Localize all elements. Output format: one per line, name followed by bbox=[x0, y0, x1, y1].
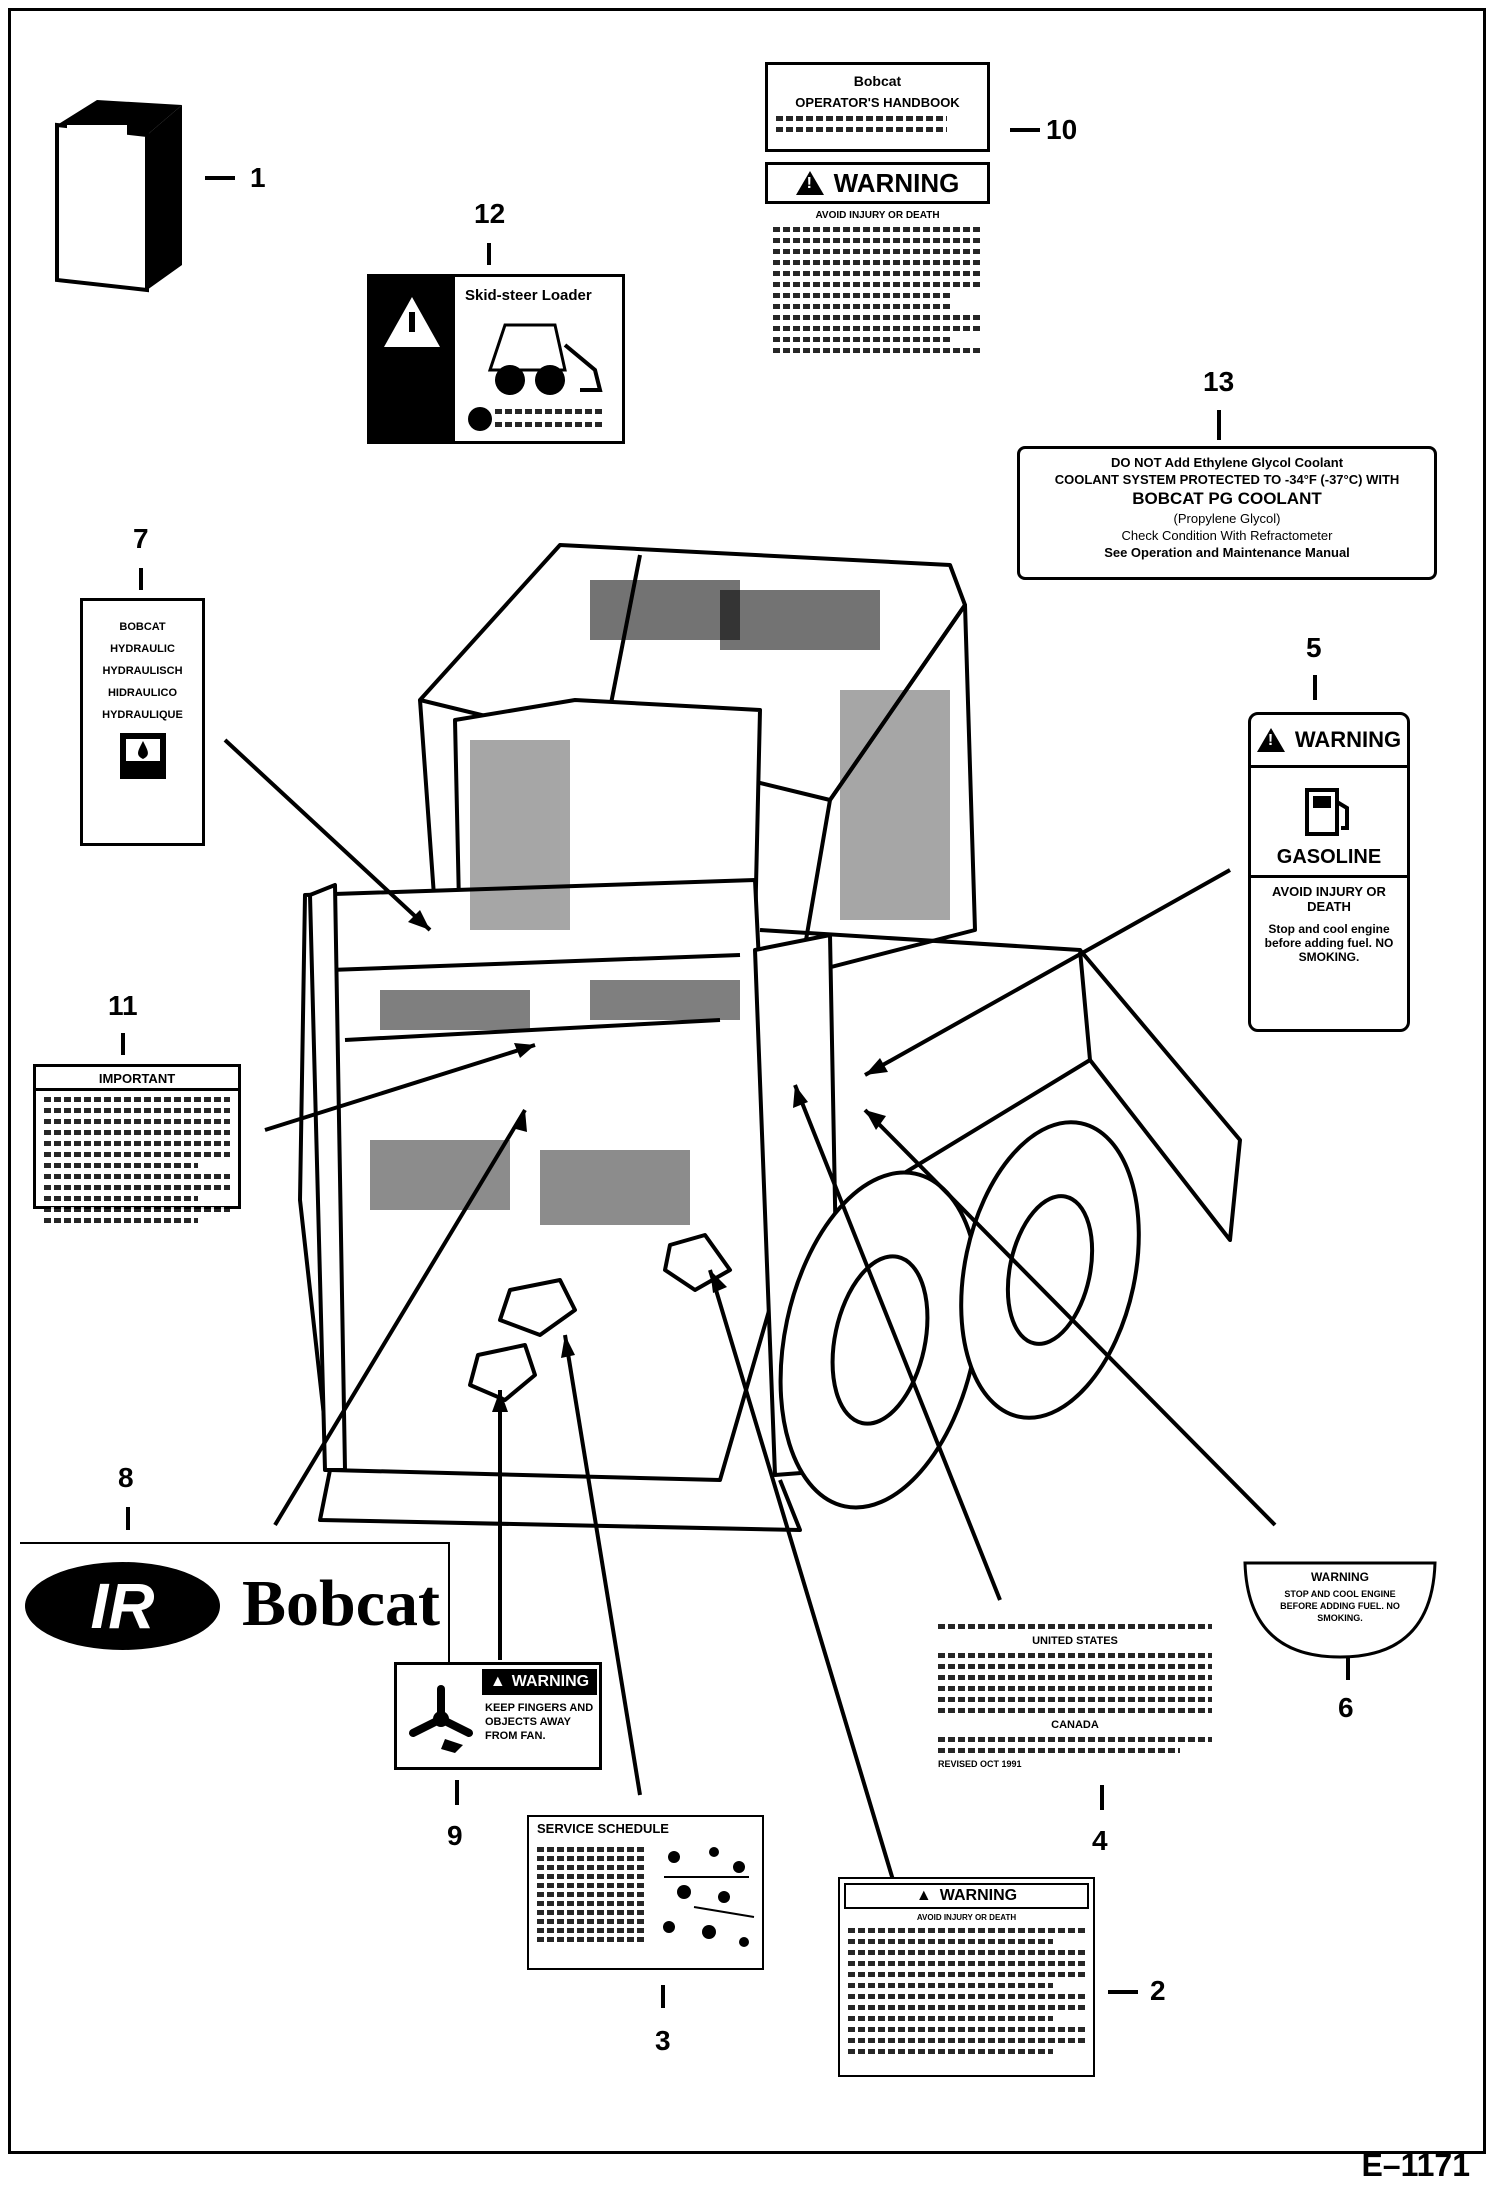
decal-8-ir-bobcat-logo: IR Bobcat bbox=[20, 1542, 450, 1662]
service-points-diagram bbox=[663, 1847, 755, 1947]
hydraulic-l2: HYDRAULIC bbox=[110, 643, 175, 655]
gasoline-label: GASOLINE bbox=[1251, 846, 1407, 878]
warning-label: WARNING bbox=[1311, 1570, 1369, 1584]
callout-11: 11 bbox=[108, 990, 138, 1021]
avoid-injury-label: AVOID INJURY OR DEATH bbox=[1272, 884, 1386, 914]
bobcat-brand: Bobcat bbox=[853, 73, 902, 89]
coolant-line5: Check Condition With Refractometer bbox=[1121, 528, 1333, 543]
decal-6-fuel-warning: WARNING STOP AND COOL ENGINE BEFORE ADDI… bbox=[1242, 1560, 1438, 1660]
callout-3: 3 bbox=[655, 2025, 671, 2056]
oil-reservoir-icon bbox=[119, 733, 166, 779]
callout-4: 4 bbox=[1092, 1825, 1108, 1856]
callout-13: 13 bbox=[1203, 366, 1235, 397]
ir-logo: IR bbox=[25, 1562, 220, 1650]
service-schedule-title: SERVICE SCHEDULE bbox=[537, 1821, 669, 1836]
bobcat-wordmark: Bobcat bbox=[242, 1567, 440, 1640]
coolant-line3: BOBCAT PG COOLANT bbox=[1132, 489, 1322, 508]
figure-number: E–1171 bbox=[1361, 2147, 1470, 2183]
avoid-injury-subhead: AVOID INJURY OR DEATH bbox=[815, 210, 940, 221]
decal-3-service-schedule: SERVICE SCHEDULE bbox=[527, 1815, 764, 1970]
callout-10: 10 bbox=[1046, 114, 1078, 145]
patents-us-heading: UNITED STATES bbox=[1032, 1635, 1118, 1647]
fan-blade-icon bbox=[409, 1685, 473, 1753]
callout-7: 7 bbox=[133, 523, 149, 554]
callout-5: 5 bbox=[1306, 632, 1322, 663]
decal-7-hydraulic: BOBCAT HYDRAULIC HYDRAULISCH HIDRAULICO … bbox=[80, 598, 205, 846]
coolant-line6: See Operation and Maintenance Manual bbox=[1104, 545, 1350, 560]
gasoline-instructions: Stop and cool engine before adding fuel.… bbox=[1264, 922, 1394, 964]
hydraulic-l3: HYDRAULISCH bbox=[102, 665, 183, 677]
decal-4-patents: UNITED STATES CANADA REVISED OCT 1991 bbox=[930, 1622, 1220, 1782]
warning-triangle-icon: ▲ bbox=[915, 1887, 932, 1904]
hydraulic-l4: HIDRAULICO bbox=[107, 687, 178, 699]
decal-11-important: IMPORTANT bbox=[33, 1064, 241, 1223]
callout-12: 12 bbox=[474, 198, 506, 229]
warning-triangle-icon bbox=[795, 171, 824, 195]
revised-date: REVISED OCT 1991 bbox=[938, 1759, 1022, 1769]
handbook-title: OPERATOR'S HANDBOOK bbox=[795, 95, 960, 110]
decal-10-warning: WARNING AVOID INJURY OR DEATH bbox=[765, 162, 990, 402]
decal-10-handbook: Bobcat OPERATOR'S HANDBOOK bbox=[765, 62, 990, 152]
patents-canada-heading: CANADA bbox=[1051, 1719, 1099, 1731]
warning-triangle-icon bbox=[1256, 728, 1285, 752]
skid-steer-title: Skid-steer Loader bbox=[465, 287, 592, 304]
warning-label: WARNING bbox=[511, 1673, 590, 1690]
drawing-frame bbox=[8, 8, 1486, 2154]
manual-box-image bbox=[52, 95, 187, 295]
warning-label: WARNING bbox=[1294, 727, 1402, 752]
coolant-line2: COOLANT SYSTEM PROTECTED TO -34°F (-37°C… bbox=[1054, 472, 1400, 487]
fuel-pump-icon bbox=[1305, 788, 1349, 836]
callout-2: 2 bbox=[1150, 1975, 1166, 2006]
safety-badge-icon bbox=[468, 407, 492, 431]
decal-2-warning: ▲ WARNING AVOID INJURY OR DEATH bbox=[838, 1877, 1095, 2077]
coolant-line1: DO NOT Add Ethylene Glycol Coolant bbox=[1110, 455, 1344, 470]
callout-8: 8 bbox=[118, 1462, 134, 1493]
important-title: IMPORTANT bbox=[36, 1071, 238, 1091]
warning-triangle-icon bbox=[384, 297, 440, 347]
coolant-line4: (Propylene Glycol) bbox=[1173, 511, 1281, 526]
fan-warning-text: KEEP FINGERS AND OBJECTS AWAY FROM FAN. bbox=[485, 1702, 594, 1742]
decal-13-coolant: DO NOT Add Ethylene Glycol Coolant COOLA… bbox=[1017, 446, 1437, 580]
warning-triangle-icon: ▲ bbox=[489, 1673, 506, 1690]
warning-label: WARNING bbox=[833, 167, 960, 198]
callout-6: 6 bbox=[1338, 1692, 1354, 1723]
callout-9: 9 bbox=[447, 1820, 463, 1851]
decal-12-skid-steer: Skid-steer Loader bbox=[367, 274, 625, 444]
fuel-warning-text: STOP AND COOL ENGINE BEFORE ADDING FUEL.… bbox=[1280, 1589, 1400, 1623]
decal-9-fan-warning: ▲ WARNING KEEP FINGERS AND OBJECTS AWAY … bbox=[394, 1662, 602, 1770]
hydraulic-l1: BOBCAT bbox=[119, 621, 166, 633]
decal-5-gasoline: WARNING GASOLINE AVOID INJURY OR DEATH S… bbox=[1248, 712, 1410, 1032]
hydraulic-l5: HYDRAULIQUE bbox=[102, 709, 183, 721]
avoid-injury-subhead: AVOID INJURY OR DEATH bbox=[916, 1913, 1017, 1922]
callout-1: 1 bbox=[250, 162, 266, 193]
warning-label: WARNING bbox=[939, 1887, 1018, 1904]
loader-icon bbox=[487, 323, 603, 395]
